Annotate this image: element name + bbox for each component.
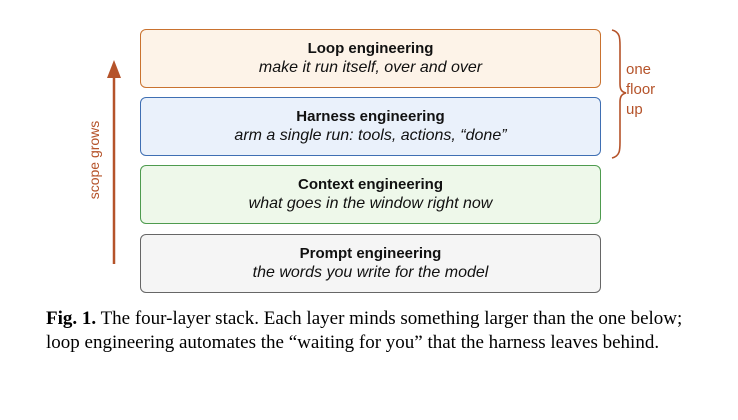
layer-title: Context engineering [297,176,443,193]
layer-title: Prompt engineering [299,245,442,262]
layer-harness-engineering: Harness engineering arm a single run: to… [140,97,601,156]
scope-grows-label: scope grows [86,120,102,200]
caption-label: Fig. 1. [46,308,97,329]
figure-caption: Fig. 1. The four-layer stack. Each layer… [46,307,706,355]
layer-subtitle: make it run itself, over and over [258,59,483,76]
brace-label-line: up [626,101,643,118]
layer-loop-engineering: Loop engineering make it run itself, ove… [140,29,601,88]
brace-label-line: one [626,61,652,78]
diagram-annotations [107,29,627,264]
caption-text: The four-layer stack. Each layer minds s… [46,308,683,353]
brace-label-line: floor [626,81,656,98]
layer-context-engineering: Context engineering what goes in the win… [140,165,601,224]
floor-brace [611,29,627,159]
layer-title: Harness engineering [296,108,445,125]
layer-subtitle: what goes in the window right now [248,195,493,212]
scope-arrow-head-icon [107,60,121,78]
layer-prompt-engineering: Prompt engineering the words you write f… [140,234,601,293]
layer-title: Loop engineering [307,40,434,57]
layer-subtitle: the words you write for the model [252,264,489,281]
one-floor-up-label: one floor up [626,60,686,120]
layer-subtitle: arm a single run: tools, actions, “done” [234,127,507,144]
